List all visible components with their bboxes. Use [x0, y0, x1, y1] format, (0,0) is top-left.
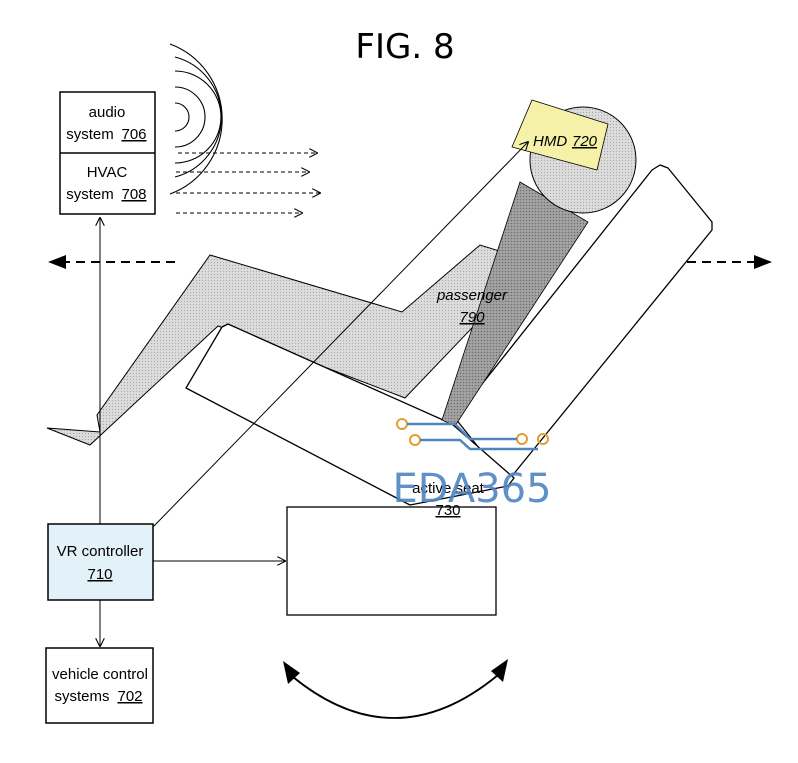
eda365-watermark-logo: EDA365 — [392, 418, 552, 512]
figure-title: FIG. 8 — [355, 27, 454, 67]
vehicle-control-line1: vehicle control — [52, 666, 148, 683]
passenger-ref: 790 — [459, 309, 485, 326]
vr-controller-ref: 710 — [87, 566, 112, 583]
motion-arrow-left — [48, 255, 175, 269]
passenger-label: passenger — [436, 287, 508, 304]
hmd-device: HMD 720 — [511, 99, 609, 171]
hmd-ref: 720 — [572, 133, 598, 150]
hmd-label: HMD — [533, 133, 567, 150]
vr-controller-label: VR controller — [57, 543, 144, 560]
vr-controller-box — [47, 523, 154, 601]
active-seat-ref: 730 — [435, 502, 460, 519]
hvac-system-line1: HVAC — [87, 164, 128, 181]
vehicle-control-line2: systems — [54, 688, 109, 705]
audio-system-ref: 706 — [121, 126, 146, 143]
audio-system-line2: system — [66, 126, 114, 143]
vehicle-control-box — [45, 647, 154, 724]
hvac-system-line2: system — [66, 186, 114, 203]
watermark-text: EDA365 — [392, 466, 551, 512]
hvac-system-ref: 708 — [121, 186, 146, 203]
rotation-arrow-icon — [283, 659, 508, 719]
seat-cushion — [185, 323, 515, 506]
airflow-arrows — [176, 153, 320, 213]
sound-wave-icon — [169, 43, 223, 195]
vr-to-hmd-connector — [152, 142, 528, 528]
active-seat-base — [286, 506, 497, 616]
connector-lines — [100, 142, 528, 646]
audio-hvac-box — [59, 91, 156, 215]
passenger-legs — [46, 244, 536, 446]
audio-system-line1: audio — [89, 104, 126, 121]
active-seat-label: active seat — [412, 480, 485, 497]
vehicle-control-ref: 702 — [117, 688, 142, 705]
